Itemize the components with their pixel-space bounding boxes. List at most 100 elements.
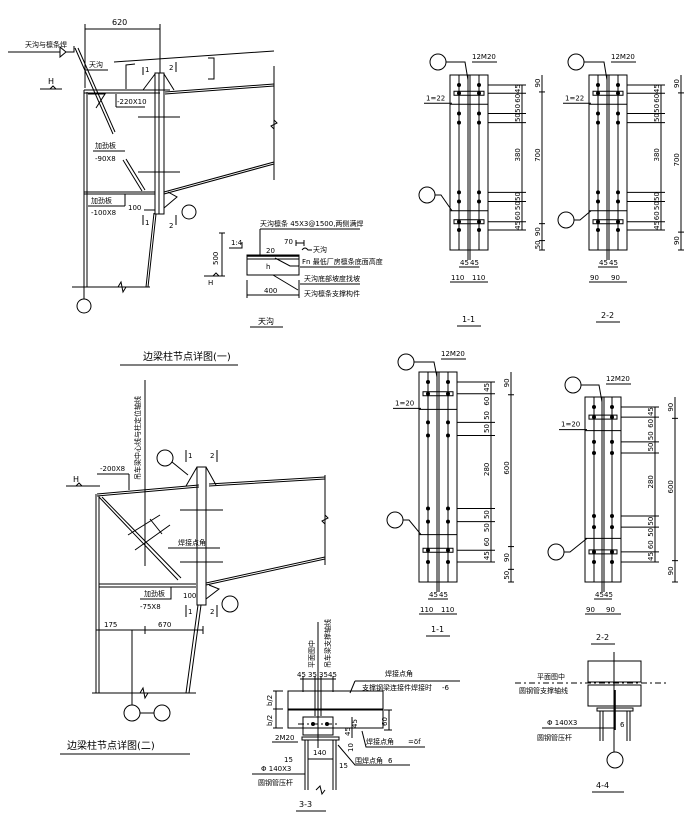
bottom-inner-dim: 45 — [599, 259, 608, 267]
bolt-icon — [457, 91, 461, 96]
detail-bubble — [181, 204, 197, 220]
bottom-inner-dim: 45 — [470, 259, 479, 267]
outer-dim: 90 — [534, 227, 542, 236]
beam-bottom-flange — [163, 161, 275, 195]
bottom-outer-dim: 90 — [606, 606, 615, 614]
section-title: 1-1 — [462, 315, 475, 324]
leader-line — [403, 519, 422, 535]
bolt-icon — [457, 120, 461, 125]
gutter-detail: 天沟檩条 45X3@1500,两侧满焊 1:4 70 20 天沟 h Fn 最低… — [204, 219, 383, 328]
inner-dim: 50 — [483, 411, 491, 420]
outer-dim: 50 — [503, 571, 511, 580]
inner-dim: 50 — [647, 517, 655, 526]
bolt-icon — [592, 415, 596, 420]
bolt-spec: 2M20 — [275, 734, 294, 742]
outer-dim: 700 — [673, 153, 681, 166]
leader-line — [171, 461, 189, 476]
bolt-icon — [457, 111, 461, 116]
axis-bubble — [76, 298, 92, 314]
slope-mark — [229, 242, 243, 249]
weld-size-2: 6 — [388, 757, 393, 765]
haunch — [142, 73, 175, 91]
dim-670: 670 — [158, 621, 171, 629]
weld-symbol-icon — [59, 45, 75, 59]
pipe-spec: Φ 140X3 — [261, 765, 291, 773]
section-cut-marks — [185, 450, 218, 617]
section-mark-1b: 1 — [188, 608, 192, 616]
bolt-icon — [457, 190, 461, 195]
gutter-lip — [301, 247, 312, 251]
bolt-icon — [596, 190, 600, 195]
detail-bubble — [397, 353, 415, 371]
stiffener — [592, 90, 624, 96]
dim-500: 500 — [212, 252, 220, 265]
stiffener-label-2: 加劲板 — [91, 196, 112, 205]
dim-100: 100 — [128, 204, 141, 212]
level-mark: H — [73, 475, 79, 484]
stiffener — [453, 219, 485, 225]
dim-140: 140 — [313, 749, 326, 757]
inner-dim: 380 — [653, 148, 661, 161]
inner-dim: 50 — [653, 201, 661, 210]
inner-dim: 280 — [647, 475, 655, 488]
beam-column-detail-1: 620 天沟与檩条焊 天沟 H -220X10 加劲板 -90X8 加劲板 -1… — [8, 18, 278, 314]
break-symbol-icon — [321, 514, 329, 525]
inner-dim: 280 — [483, 463, 491, 476]
section-mark-2: 2 — [169, 64, 173, 72]
bolt-icon — [616, 228, 620, 232]
leader-line — [272, 274, 299, 291]
bolt-icon — [592, 549, 596, 554]
bolt-icon — [477, 190, 481, 195]
inner-dim: 380 — [514, 148, 522, 161]
section-3-3-title: 3-3 — [299, 800, 312, 809]
bolt-icon — [457, 199, 461, 204]
beam-bottom-flange — [205, 556, 326, 586]
axis-note: 吊车梁中心线与柱定位轴线 — [133, 396, 142, 480]
stiffener — [453, 90, 485, 96]
stiffener-label: 加劲板 — [95, 141, 116, 150]
plate-size: =δf — [408, 738, 421, 746]
level-symbol-icon — [40, 85, 62, 90]
dim-620: 620 — [112, 18, 127, 27]
bolt-icon — [477, 120, 481, 125]
detail-1-title: 边梁柱节点详图(一) — [143, 350, 231, 363]
end-plate — [584, 396, 622, 583]
inner-dim: 60 — [653, 211, 661, 220]
gutter-brace — [74, 47, 114, 135]
bolt-icon — [610, 513, 614, 518]
brace — [125, 158, 146, 191]
inner-dim: 60 — [483, 397, 491, 406]
bolt-icon — [477, 219, 481, 224]
dimension-line — [246, 280, 300, 298]
beam-flange — [164, 85, 275, 95]
bolt-icon — [596, 111, 600, 116]
leader-line — [446, 61, 469, 81]
gutter-section — [246, 254, 300, 276]
leader-line — [581, 384, 603, 403]
section-mark-1: 1 — [188, 452, 192, 460]
bolt-icon — [616, 219, 620, 224]
section-3-3: 平面图中 吊车梁支撑轴线 45 35 35 45 b/2 b/2 60 45 4… — [252, 619, 460, 812]
inner-dim: 45 — [647, 552, 655, 561]
column-slope — [145, 212, 157, 288]
weld-size-1: -6 — [442, 684, 450, 692]
axis-note-1: 平面图中 — [307, 640, 316, 668]
column-slope — [185, 604, 202, 694]
beam-top-flange — [96, 476, 326, 497]
bolt-spec: 12M20 — [441, 350, 465, 358]
end-plate — [418, 371, 458, 583]
end-plate — [588, 74, 628, 251]
bolt-icon — [426, 420, 430, 425]
weld-mark — [88, 93, 106, 109]
bolt-icon — [426, 380, 430, 384]
leader-line — [349, 680, 356, 694]
inner-dim: 50 — [514, 201, 522, 210]
gutter-detail-title: 天沟 — [258, 316, 274, 326]
bolt-icon — [592, 451, 596, 456]
axis-note-2: 吊车梁支撑轴线 — [323, 619, 332, 668]
outer-dim: 600 — [503, 461, 511, 474]
bottom-outer-dim: 90 — [586, 606, 595, 614]
beam-column-detail-2: 边梁柱节点详图(一) 吊车梁中心线与柱定位轴线 -200X8 H 焊接点角 加劲… — [60, 350, 329, 755]
ratio: 1:4 — [231, 239, 243, 247]
bolt-icon — [610, 549, 614, 554]
